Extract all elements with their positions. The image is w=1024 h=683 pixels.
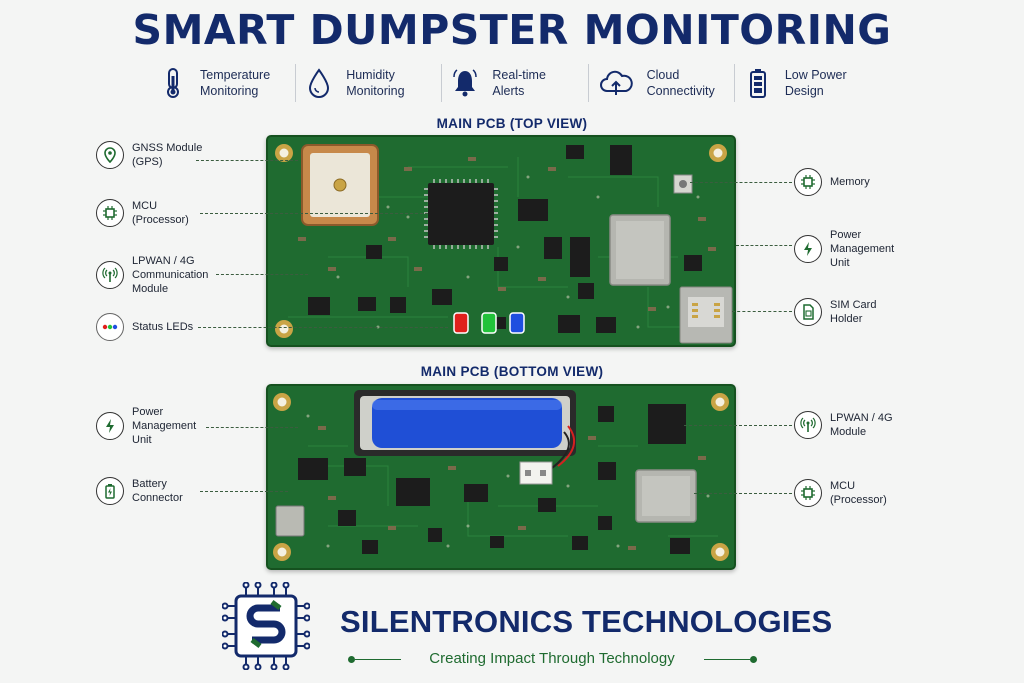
company-logo xyxy=(222,582,310,670)
callout-lpwan-top: LPWAN / 4G Communication Module xyxy=(96,254,208,296)
leader-line xyxy=(200,213,428,214)
leader-line xyxy=(206,427,298,428)
bell-icon xyxy=(453,69,478,97)
company-tagline: Creating Impact Through Technology xyxy=(429,650,675,667)
callout-mcu-bottom: MCU (Processor) xyxy=(794,479,887,507)
callout-gnss: GNSS Module (GPS) xyxy=(96,141,202,169)
callout-label: SIM Card Holder xyxy=(830,299,877,325)
lightning-icon xyxy=(96,412,124,440)
mcu-shield xyxy=(635,469,697,523)
callout-label: Memory xyxy=(830,176,870,188)
lpwan-module xyxy=(609,214,671,286)
company-name: SILENTRONICS TECHNOLOGIES xyxy=(340,604,833,639)
leader-line xyxy=(216,274,308,275)
pcb-bottom-view xyxy=(266,384,736,570)
leader-line xyxy=(736,245,792,246)
chip-icon xyxy=(96,199,124,227)
mcu-chip xyxy=(424,179,498,249)
pcb-top-view xyxy=(266,135,736,347)
callout-label: LPWAN / 4G Module xyxy=(830,412,893,438)
feature-temperature: Temperature Monitoring xyxy=(150,64,295,102)
page-title: SMART DUMPSTER MONITORING xyxy=(132,6,892,54)
feature-bar: Temperature Monitoring Humidity Monitori… xyxy=(150,64,880,102)
battery xyxy=(354,390,576,469)
pcb-bottom-board xyxy=(273,390,729,561)
callout-label: Power Management Unit xyxy=(830,229,895,269)
mounting-holes xyxy=(273,393,729,561)
feature-label: Humidity Monitoring xyxy=(346,68,405,98)
battery-icon xyxy=(749,69,766,98)
battery-icon xyxy=(96,477,124,505)
leader-line xyxy=(732,311,792,312)
droplet-icon xyxy=(309,68,330,98)
feature-label: Real-time Alerts xyxy=(492,68,546,98)
antenna-icon xyxy=(794,411,822,439)
feature-humidity: Humidity Monitoring xyxy=(295,64,441,102)
sim-card-holder xyxy=(679,286,733,344)
rgb-dots-icon xyxy=(96,313,124,341)
battery-connector xyxy=(519,461,553,485)
leader-line xyxy=(200,491,288,492)
callout-label: Status LEDs xyxy=(132,321,194,333)
tagline-rule-left xyxy=(355,659,401,660)
callout-label: Battery Connector xyxy=(132,478,183,504)
thermometer-icon xyxy=(167,68,179,98)
callout-label: MCU (Processor) xyxy=(830,480,887,506)
callout-lpwan-bottom: LPWAN / 4G Module xyxy=(794,411,893,439)
cloud-icon xyxy=(599,70,633,95)
bottom-view-heading: MAIN PCB (BOTTOM VIEW) xyxy=(420,364,604,379)
callout-sim-holder: SIM Card Holder xyxy=(794,298,876,326)
top-view-heading: MAIN PCB (TOP VIEW) xyxy=(436,116,588,131)
feature-cloud: Cloud Connectivity xyxy=(587,64,734,102)
pcb-top-board xyxy=(275,144,733,344)
feature-label: Low Power Design xyxy=(784,68,847,98)
callout-label: MCU (Processor) xyxy=(132,200,189,226)
sim-card-icon xyxy=(794,298,822,326)
callout-pmu-top: Power Management Unit xyxy=(794,228,894,270)
leader-line xyxy=(690,182,792,183)
status-leds xyxy=(453,312,525,334)
gnss-module xyxy=(301,144,379,226)
leader-line xyxy=(198,327,448,328)
small-ics xyxy=(298,406,690,554)
feature-low-power: Low Power Design xyxy=(733,64,880,102)
feature-label: Temperature Monitoring xyxy=(200,68,271,98)
leader-line xyxy=(694,493,792,494)
callout-mcu-top: MCU (Processor) xyxy=(96,199,189,227)
feature-alerts: Real-time Alerts xyxy=(441,64,587,102)
tagline-rule-right xyxy=(704,659,750,660)
callout-memory: Memory xyxy=(794,168,870,196)
leader-line xyxy=(684,425,792,426)
callout-status-leds: Status LEDs xyxy=(96,313,193,341)
lightning-icon xyxy=(794,235,822,263)
chip-icon xyxy=(794,168,822,196)
callout-label: LPWAN / 4G Communication Module xyxy=(132,255,209,295)
callout-label: GNSS Module (GPS) xyxy=(132,142,203,168)
leader-line xyxy=(196,160,298,161)
small-ics xyxy=(308,145,702,333)
tagline-dot-right xyxy=(750,656,757,663)
callout-pmu-bottom: Power Management Unit xyxy=(96,405,196,447)
feature-label: Cloud Connectivity xyxy=(646,68,715,98)
lpwan-chip xyxy=(648,404,686,444)
location-pin-icon xyxy=(96,141,124,169)
tagline-dot-left xyxy=(348,656,355,663)
callout-label: Power Management Unit xyxy=(132,406,197,446)
callout-battery-connector: Battery Connector xyxy=(96,477,183,505)
antenna-icon xyxy=(96,261,124,289)
chip-icon xyxy=(794,479,822,507)
